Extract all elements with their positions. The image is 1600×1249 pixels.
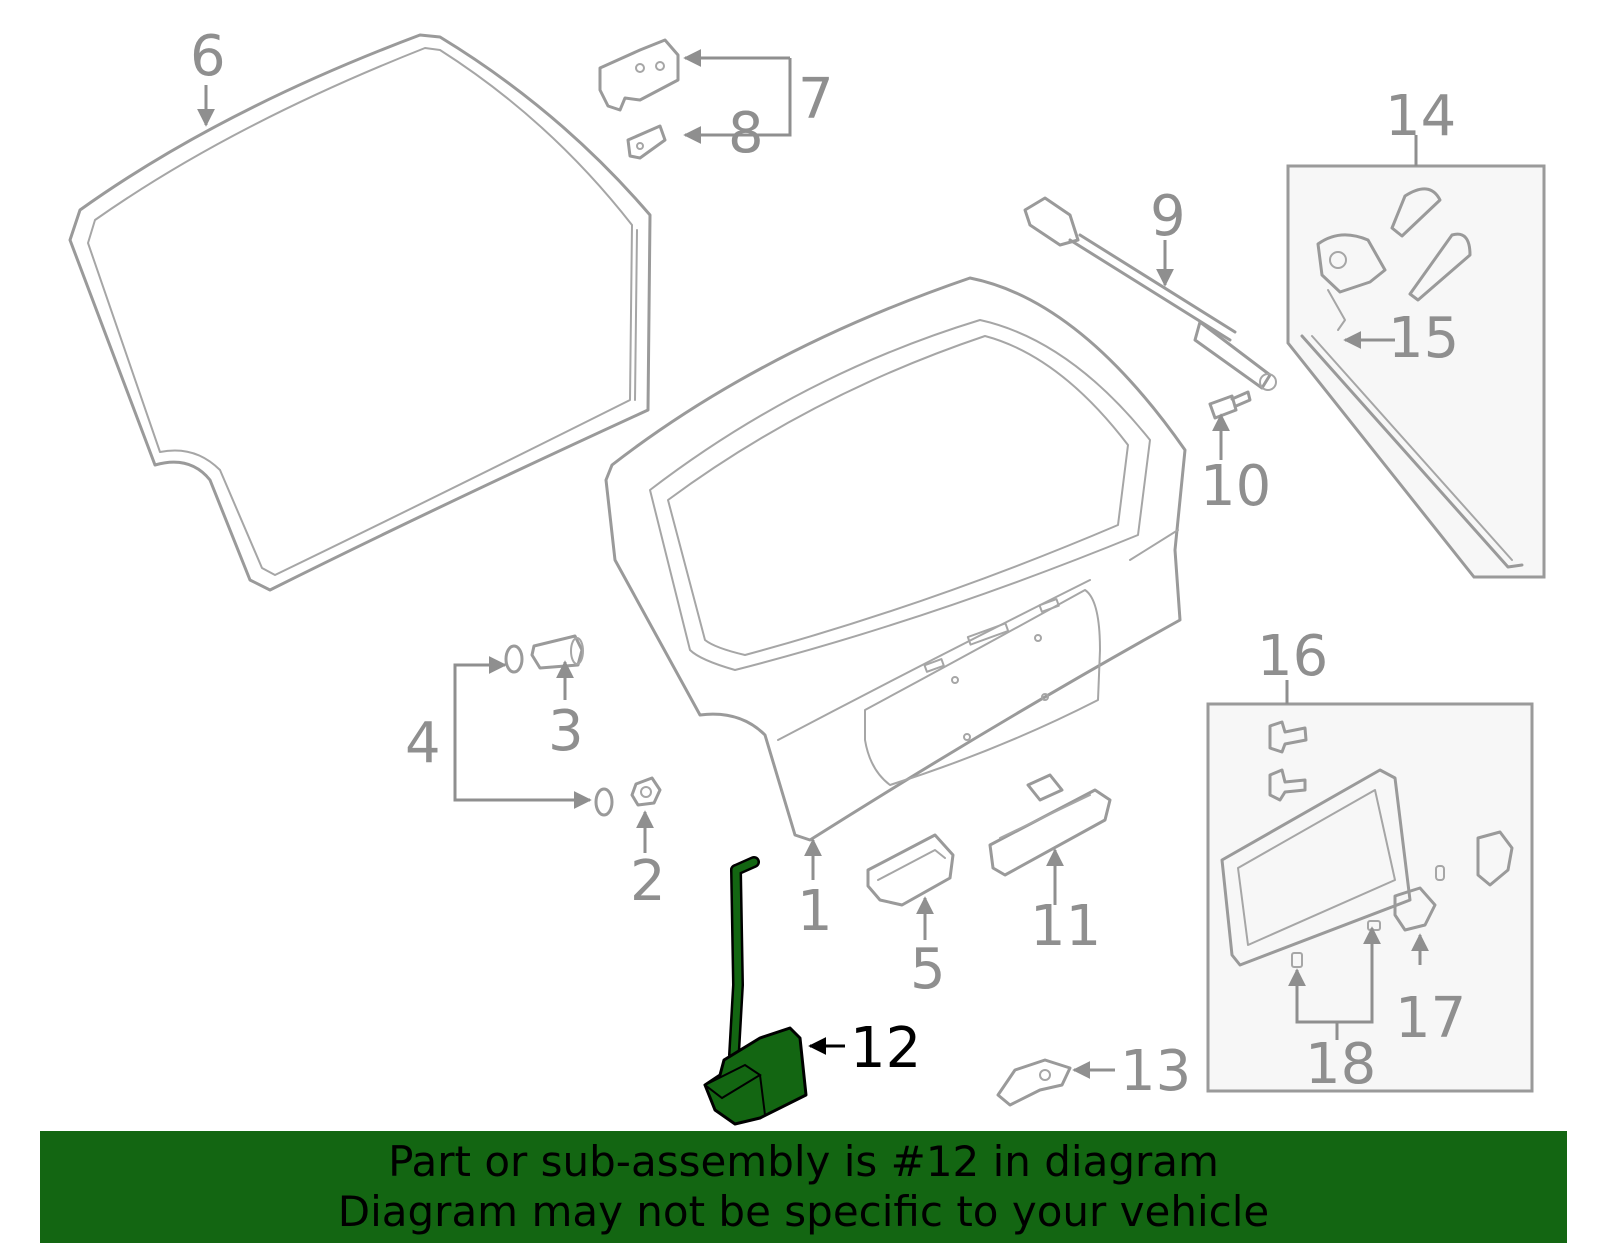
lock-cylinder-box-part-14	[1286, 164, 1546, 579]
nut-part-2	[630, 776, 662, 807]
bracket-part-8	[626, 124, 667, 160]
callout-7: 7	[798, 67, 834, 132]
grommet-lower	[594, 787, 614, 817]
bumper-part-3	[530, 634, 584, 670]
striker-part-13	[996, 1058, 1072, 1107]
banner-line-2: Diagram may not be specific to your vehi…	[337, 1187, 1270, 1236]
callout-12: 12	[850, 1016, 921, 1081]
callout-18: 18	[1305, 1032, 1376, 1097]
callout-13: 13	[1120, 1039, 1191, 1104]
hinge-part-7	[598, 38, 680, 112]
callout-6: 6	[190, 24, 226, 89]
callout-4: 4	[405, 711, 441, 776]
callout-14: 14	[1385, 84, 1456, 149]
banner-line-1: Part or sub-assembly is #12 in diagram	[388, 1137, 1219, 1186]
leader-lines	[197, 49, 1429, 1079]
callout-5: 5	[910, 937, 946, 1002]
info-banner: Part or sub-assembly is #12 in diagram D…	[40, 1131, 1567, 1243]
actuator-part-12-highlight	[703, 856, 808, 1126]
handle-part-11	[988, 773, 1112, 877]
ball-stud-part-10	[1208, 390, 1252, 420]
callout-2: 2	[630, 849, 666, 914]
callout-1: 1	[797, 879, 833, 944]
callout-9: 9	[1150, 184, 1186, 249]
callout-17: 17	[1395, 986, 1466, 1051]
callout-15: 15	[1388, 306, 1459, 371]
callout-10: 10	[1200, 454, 1271, 519]
callout-8: 8	[728, 101, 764, 166]
license-bracket-box-part-16	[1206, 702, 1534, 1093]
callout-16: 16	[1257, 624, 1328, 689]
callout-11: 11	[1030, 894, 1101, 959]
license-lamp-part-5	[866, 833, 955, 907]
liftgate-part-1	[604, 276, 1187, 842]
grommet-upper	[504, 644, 524, 674]
rear-glass-part-6	[68, 33, 652, 592]
callout-3: 3	[548, 699, 584, 764]
